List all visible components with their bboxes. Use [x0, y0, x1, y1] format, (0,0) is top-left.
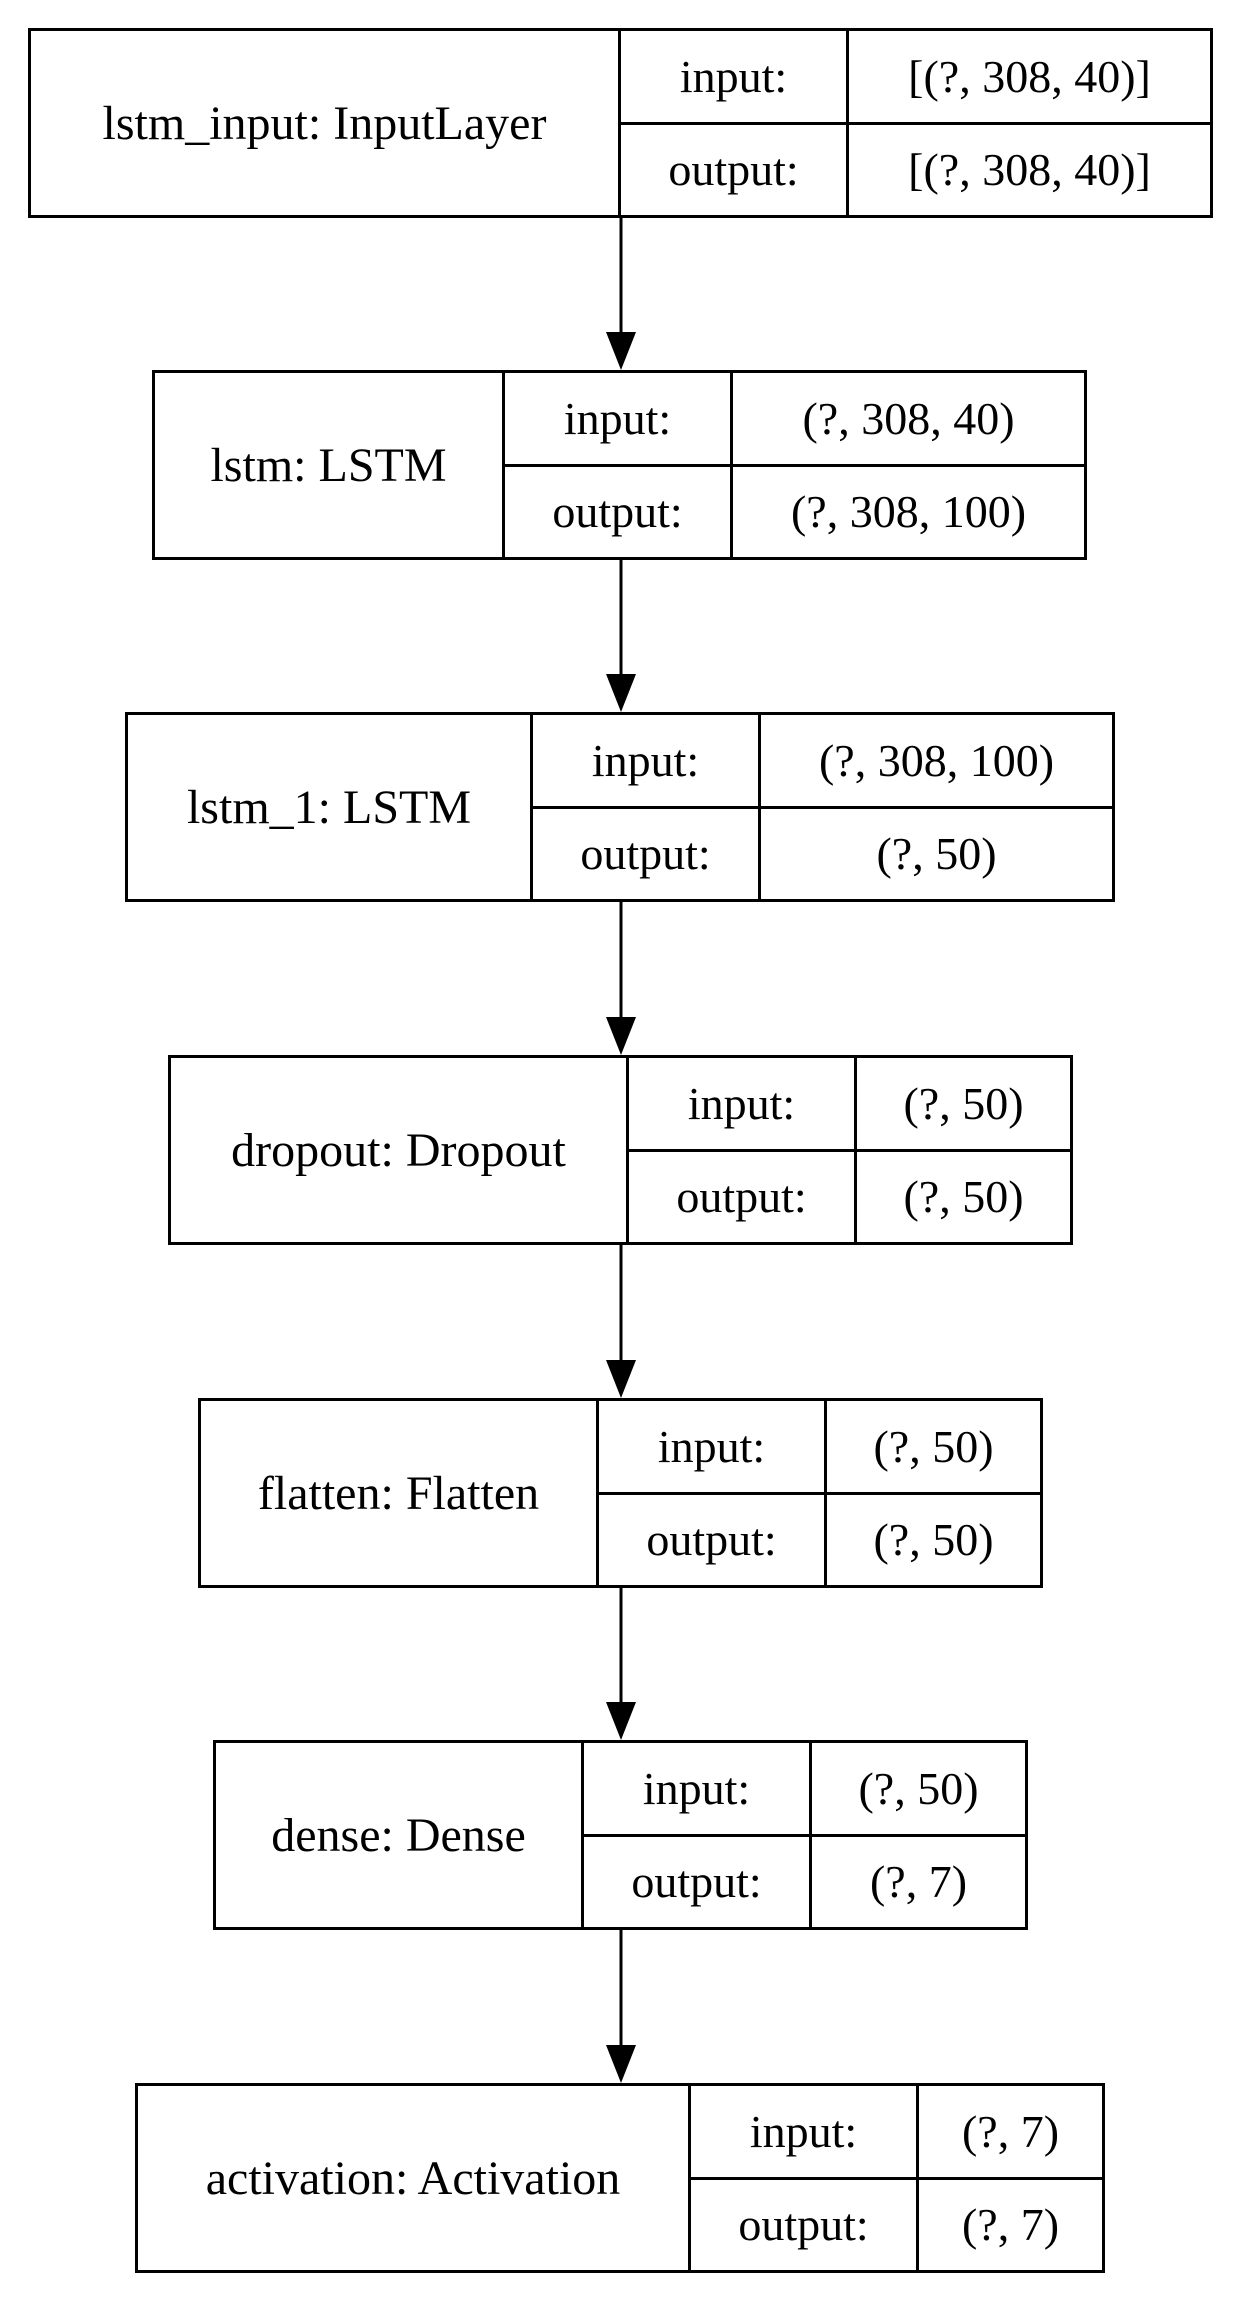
arrowhead [606, 2045, 636, 2083]
arrowhead [606, 332, 636, 370]
layer-ports: input: (?, 50) output: (?, 50) [629, 1058, 1070, 1242]
input-shape: [(?, 308, 40)] [908, 50, 1151, 102]
output-label: output: [533, 808, 761, 899]
layer-ports: input: (?, 50) output: (?, 7) [584, 1743, 1025, 1927]
output-shape: (?, 50) [903, 1171, 1024, 1223]
output-shape: (?, 7) [869, 1856, 968, 1908]
layer-name: flatten: Flatten [201, 1401, 599, 1585]
output-shape: (?, 50) [876, 828, 997, 880]
output-shape: (?, 308, 100) [790, 486, 1027, 538]
layer-name: lstm_input: InputLayer [31, 31, 621, 215]
layer-name: dropout: Dropout [171, 1058, 629, 1242]
output-row: output: (?, 50) [599, 1491, 1040, 1585]
edge-arrow [606, 1930, 636, 2083]
output-shape: [(?, 308, 40)] [908, 144, 1151, 196]
output-row: output: (?, 50) [629, 1148, 1070, 1242]
output-row: output: (?, 308, 100) [505, 463, 1084, 557]
input-row: input: (?, 50) [584, 1743, 1025, 1834]
input-shape: (?, 50) [858, 1762, 979, 1814]
output-label: output: [599, 1494, 827, 1585]
output-shape: (?, 7) [961, 2199, 1060, 2251]
input-label: input: [584, 1743, 812, 1834]
layer-name: lstm: LSTM [155, 373, 505, 557]
layer-ports: input: (?, 308, 100) output: (?, 50) [533, 715, 1112, 899]
edge-arrow [606, 218, 636, 370]
input-row: input: [(?, 308, 40)] [621, 31, 1210, 122]
layer-name: activation: Activation [138, 2086, 691, 2270]
output-label: output: [505, 466, 733, 557]
output-label: output: [584, 1836, 812, 1927]
layer-ports: input: [(?, 308, 40)] output: [(?, 308, 40)… [621, 31, 1210, 215]
output-label: output: [691, 2179, 919, 2270]
output-label: output: [621, 124, 849, 215]
input-shape: (?, 50) [903, 1077, 1024, 1129]
layer-name: dense: Dense [216, 1743, 584, 1927]
input-shape: (?, 7) [961, 2105, 1060, 2157]
arrowhead [606, 1360, 636, 1398]
output-row: output: [(?, 308, 40)] [621, 121, 1210, 215]
input-label: input: [621, 31, 849, 122]
edge-arrow [606, 560, 636, 712]
edge-arrow [606, 902, 636, 1055]
output-row: output: (?, 7) [584, 1833, 1025, 1927]
input-row: input: (?, 50) [629, 1058, 1070, 1149]
layer-ports: input: (?, 308, 40) output: (?, 308, 100) [505, 373, 1084, 557]
input-label: input: [629, 1058, 857, 1149]
output-label: output: [629, 1151, 857, 1242]
output-shape: (?, 50) [873, 1514, 994, 1566]
arrowhead [606, 1702, 636, 1740]
input-row: input: (?, 308, 100) [533, 715, 1112, 806]
input-row: input: (?, 308, 40) [505, 373, 1084, 464]
edge-arrow [606, 1245, 636, 1398]
layer-ports: input: (?, 7) output: (?, 7) [691, 2086, 1102, 2270]
input-row: input: (?, 7) [691, 2086, 1102, 2177]
input-shape: (?, 50) [873, 1420, 994, 1472]
input-shape: (?, 308, 100) [818, 734, 1055, 786]
input-shape: (?, 308, 40) [802, 392, 1015, 444]
input-label: input: [533, 715, 761, 806]
edge-arrow [606, 1588, 636, 1740]
layer-ports: input: (?, 50) output: (?, 50) [599, 1401, 1040, 1585]
input-label: input: [599, 1401, 827, 1492]
input-label: input: [691, 2086, 919, 2177]
input-label: input: [505, 373, 733, 464]
layer-name: lstm_1: LSTM [128, 715, 533, 899]
output-row: output: (?, 7) [691, 2176, 1102, 2270]
output-row: output: (?, 50) [533, 805, 1112, 899]
input-row: input: (?, 50) [599, 1401, 1040, 1492]
arrowhead [606, 1017, 636, 1055]
arrowhead [606, 674, 636, 712]
